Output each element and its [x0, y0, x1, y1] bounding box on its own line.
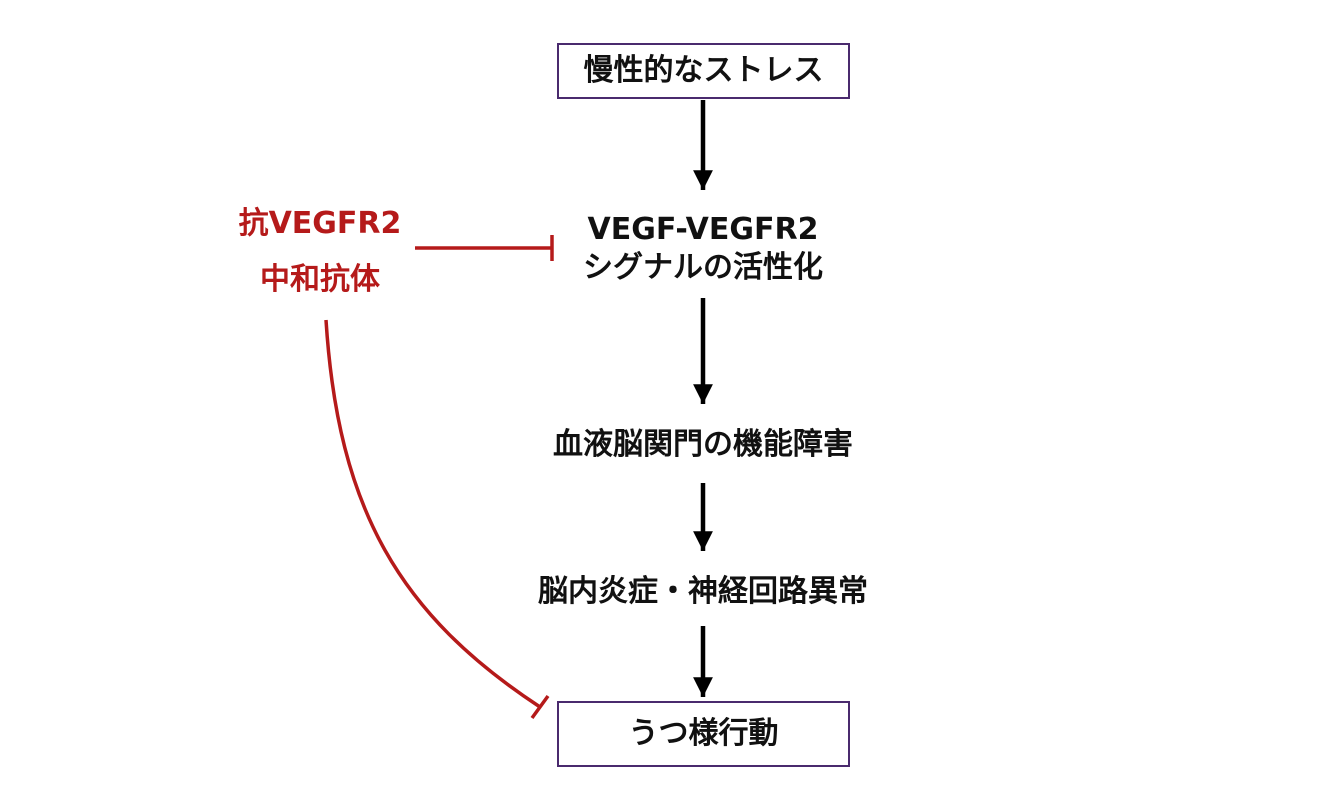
node-vegf-line1: VEGF-VEGFR2 — [587, 212, 819, 247]
node-chronic-stress: 慢性的なストレス — [557, 43, 850, 99]
node-depression-behavior: うつ様行動 — [557, 701, 850, 767]
node-bbb-dysfunction: 血液脳関門の機能障害 — [523, 426, 883, 464]
inhibit-antibody-to-depression — [324, 319, 541, 709]
node-bbb-label: 血液脳関門の機能障害 — [553, 427, 853, 462]
node-neuro-label: 脳内炎症・神経回路異常 — [538, 574, 868, 609]
node-vegf-signaling: VEGF-VEGFR2 シグナルの活性化 — [543, 211, 863, 287]
inhibitor-antibody: 抗VEGFR2 中和抗体 — [220, 196, 420, 308]
node-chronic-stress-label: 慢性的なストレス — [583, 53, 824, 88]
inhibitor-line1: 抗VEGFR2 — [238, 206, 402, 241]
node-depression-label: うつ様行動 — [628, 716, 779, 751]
inhibitor-line2: 中和抗体 — [260, 262, 380, 297]
node-vegf-line2: シグナルの活性化 — [583, 250, 823, 285]
inhibit-bar-depression — [530, 694, 550, 720]
node-neuroinflammation: 脳内炎症・神経回路異常 — [503, 573, 903, 611]
